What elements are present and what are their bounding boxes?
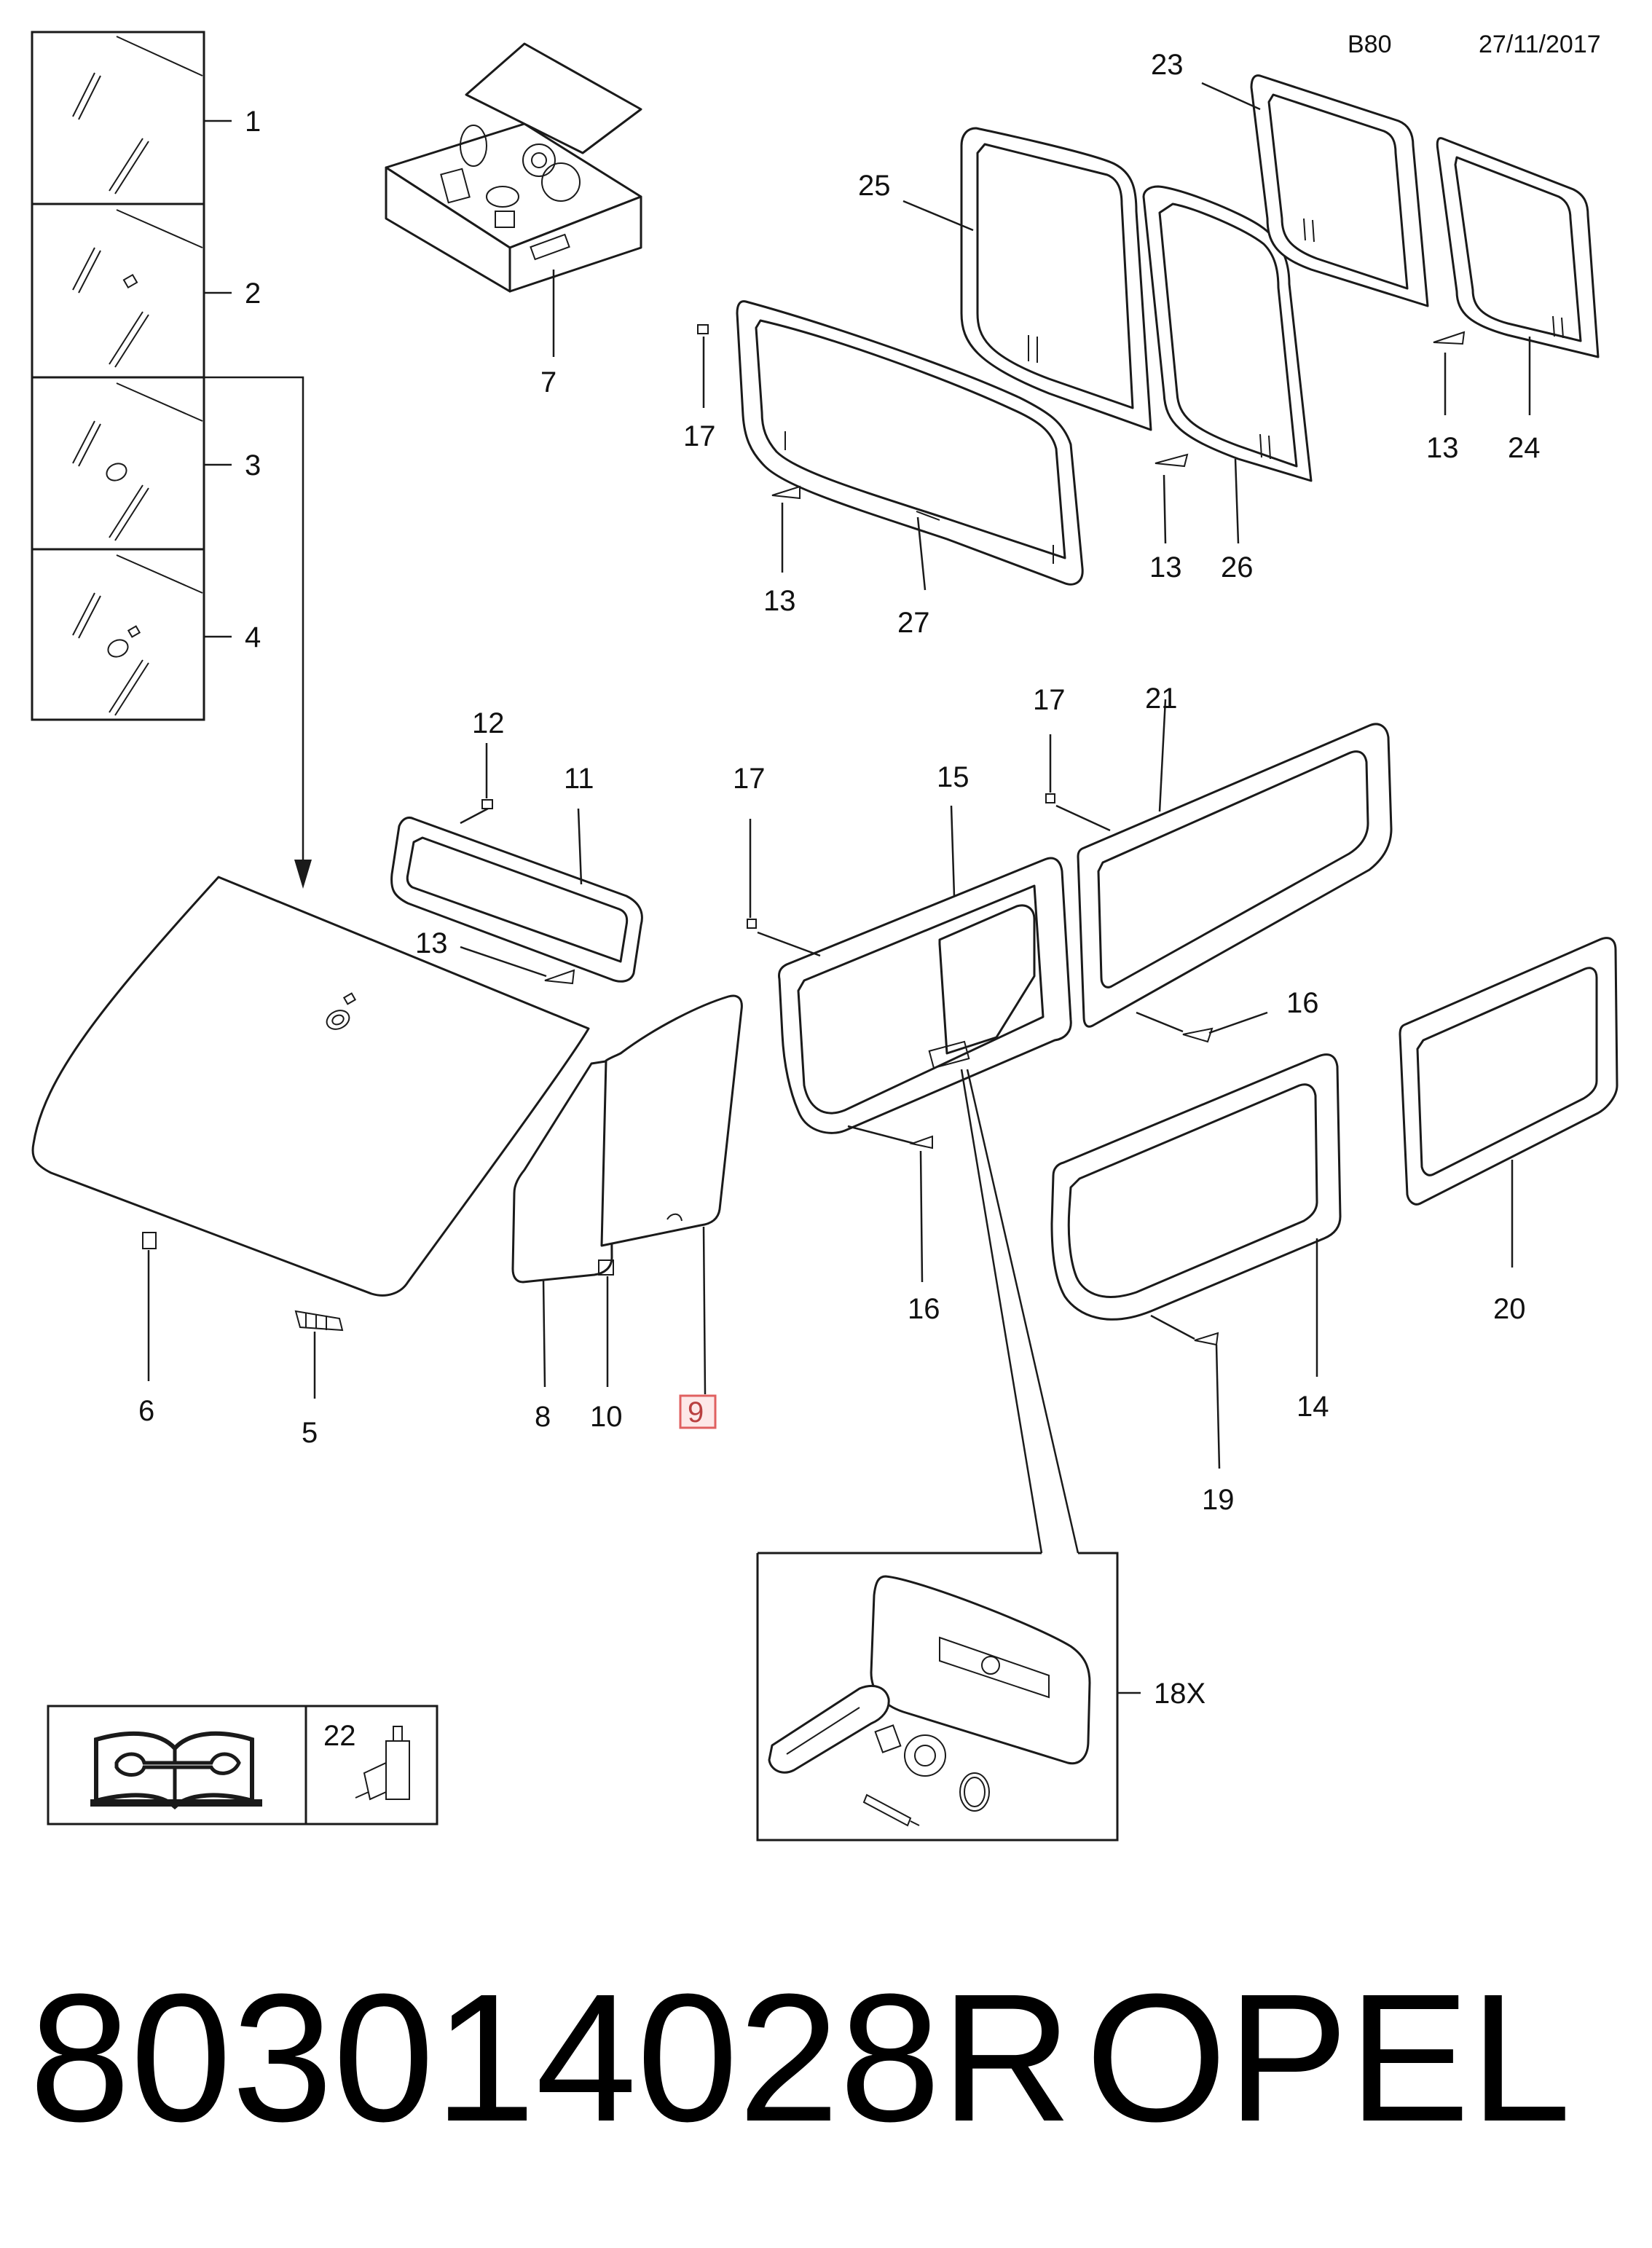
highlight-box-9[interactable] — [679, 1394, 717, 1429]
windshield-variant-3[interactable] — [72, 382, 203, 541]
callout-12: 12 — [472, 707, 505, 739]
callout-10: 10 — [590, 1401, 623, 1433]
callout-16b: 16 — [908, 1293, 940, 1325]
callout-9: 9 — [688, 1396, 704, 1428]
callout-13c: 13 — [1149, 551, 1182, 583]
callout-19: 19 — [1202, 1484, 1235, 1516]
callout-17a: 17 — [683, 420, 716, 452]
manual-adhesive-box: 22 — [47, 1705, 438, 1825]
callout-3: 3 — [245, 449, 261, 482]
rear-window-27[interactable]: 27 17 13 — [683, 300, 1084, 639]
callout-24: 24 — [1508, 432, 1541, 464]
side-window-20[interactable]: 20 — [1399, 937, 1618, 1325]
service-manual-icon — [90, 1731, 262, 1810]
callout-8: 8 — [535, 1401, 551, 1433]
callout-17c: 17 — [1033, 684, 1066, 716]
screw[interactable] — [862, 1793, 920, 1827]
side-window-14[interactable]: 14 19 — [1050, 1053, 1342, 1516]
callout-20: 20 — [1493, 1293, 1526, 1325]
windshield[interactable]: 6 5 — [31, 876, 590, 1449]
door-glass-9[interactable]: 9 — [600, 994, 743, 1429]
handle-latch[interactable] — [768, 1685, 890, 1774]
callout-4: 4 — [245, 621, 261, 653]
sliding-window-15[interactable]: 15 17 16 — [733, 761, 1072, 1325]
brand-name: OPEL — [1085, 1956, 1571, 2159]
callout-21: 21 — [1145, 683, 1178, 715]
callout-13a: 13 — [763, 585, 796, 617]
callout-1: 1 — [245, 106, 261, 138]
repair-kit-box[interactable]: 7 — [385, 42, 642, 398]
windshield-variant-4[interactable] — [72, 554, 203, 716]
side-window-25[interactable]: 25 — [858, 127, 1152, 431]
detail-box-18x: 18X — [756, 1552, 1205, 1842]
pointer-arrow — [204, 376, 312, 889]
quarter-glass-8[interactable]: 8 — [511, 1059, 613, 1433]
callout-27: 27 — [897, 607, 930, 639]
part-number: 803014028R — [29, 1956, 1072, 2159]
o-ring[interactable] — [959, 1772, 990, 1812]
side-window-26[interactable]: 26 13 — [1142, 185, 1313, 583]
callout-13b: 13 — [415, 927, 448, 959]
detail-pointer-lines — [960, 1069, 1043, 1554]
callout-11: 11 — [564, 763, 594, 795]
callout-16a: 16 — [1286, 987, 1319, 1019]
callout-17b: 17 — [733, 763, 766, 795]
adhesive-bottle-icon — [355, 1726, 410, 1801]
callout-2: 2 — [245, 278, 261, 310]
side-window-24[interactable]: 24 13 — [1426, 137, 1600, 464]
clip-10[interactable]: 10 — [590, 1259, 623, 1433]
windshield-variant-2[interactable] — [72, 209, 203, 368]
callout-18x: 18X — [1154, 1678, 1205, 1710]
windshield-variant-1[interactable] — [72, 36, 203, 194]
callout-22: 22 — [323, 1720, 356, 1752]
callout-23: 23 — [1151, 49, 1184, 81]
slider-handle-assembly[interactable] — [870, 1575, 1091, 1765]
callout-7: 7 — [540, 366, 556, 398]
callout-26: 26 — [1221, 551, 1254, 583]
header-code: B80 — [1348, 31, 1392, 58]
callout-25: 25 — [858, 170, 891, 202]
callout-14: 14 — [1297, 1391, 1329, 1423]
callout-13d: 13 — [1426, 432, 1459, 464]
header-date: 27/11/2017 — [1479, 31, 1601, 58]
side-window-23[interactable]: 23 — [1151, 49, 1429, 307]
callout-15: 15 — [937, 761, 969, 793]
side-window-21[interactable]: 21 17 16 — [1033, 683, 1393, 1043]
latch-mechanism[interactable] — [874, 1724, 946, 1777]
small-window-11[interactable]: 11 12 13 — [390, 707, 643, 985]
callout-5: 5 — [302, 1417, 318, 1449]
windshield-variants-box: 1 2 3 4 — [31, 31, 261, 721]
callout-6: 6 — [138, 1395, 154, 1427]
